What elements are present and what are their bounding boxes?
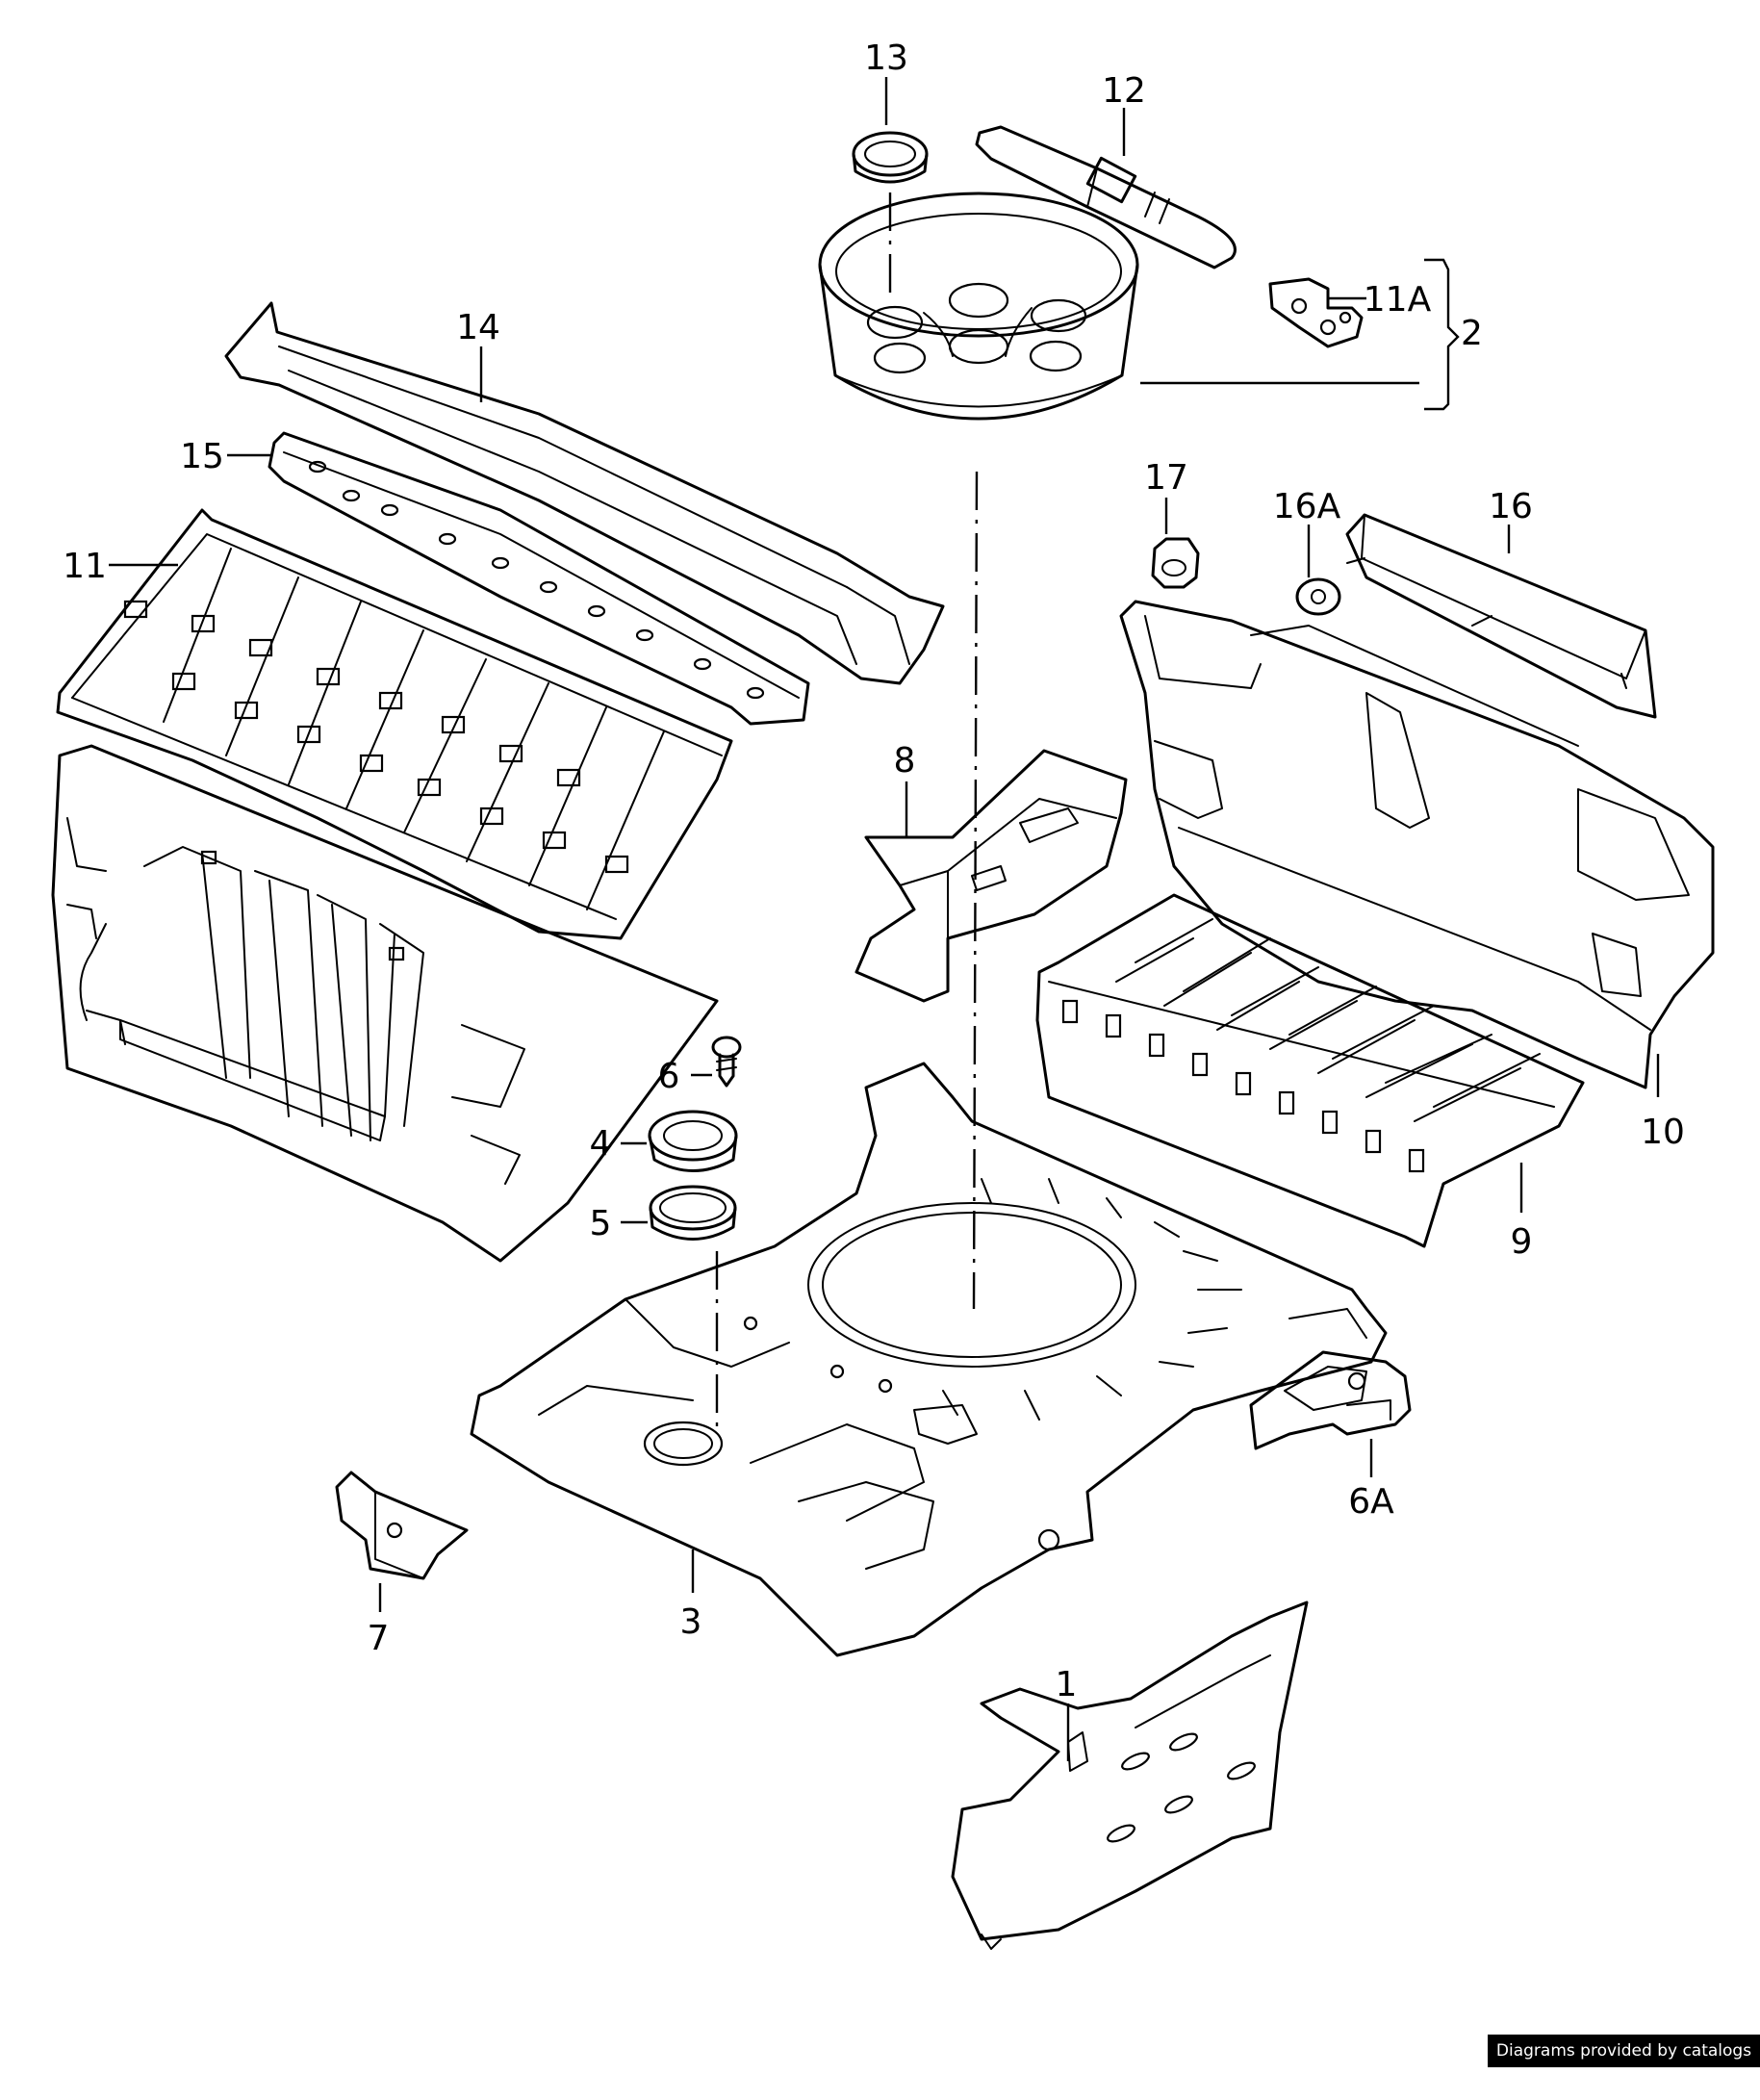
callout-14: 14 — [456, 308, 500, 347]
callout-17: 17 — [1144, 458, 1188, 498]
part-11-rear-shelf[interactable] — [56, 508, 733, 940]
callout-8: 8 — [894, 741, 916, 781]
alignment-line-center — [972, 471, 979, 1310]
callout-11a: 11A — [1364, 280, 1432, 320]
callout-16a: 16A — [1273, 487, 1341, 526]
callout-1: 1 — [1056, 1665, 1078, 1704]
part-14-cross-member[interactable] — [224, 301, 945, 685]
callout-2: 2 — [1461, 314, 1483, 353]
part-10-rear-panel[interactable] — [1119, 600, 1715, 1089]
part-6-screw[interactable] — [711, 1036, 742, 1088]
callout-12: 12 — [1102, 71, 1146, 111]
callout-7: 7 — [368, 1619, 390, 1658]
callout-4: 4 — [590, 1124, 612, 1164]
callout-10: 10 — [1641, 1113, 1685, 1152]
rear-bulkhead-panel[interactable] — [51, 744, 719, 1263]
credit-banner: Diagrams provided by catalogs parts — [1488, 2035, 1760, 2093]
part-4-rubber-bung[interactable] — [648, 1110, 738, 1172]
part-9-floor-section[interactable] — [1035, 893, 1585, 1248]
callout-6a: 6A — [1348, 1482, 1394, 1522]
part-3-luggage-floor[interactable] — [470, 1062, 1388, 1657]
callout-11: 11 — [63, 547, 107, 586]
part-12-strap[interactable] — [975, 125, 1237, 269]
callout-13: 13 — [864, 38, 908, 78]
callout-16: 16 — [1489, 487, 1533, 526]
callout-5: 5 — [590, 1204, 612, 1243]
part-16-trim-strip[interactable] — [1345, 513, 1657, 719]
part-13-grommet[interactable] — [852, 131, 929, 184]
part-1-side-panel[interactable] — [951, 1601, 1309, 1950]
leader-lines — [109, 77, 1660, 1761]
part-8-side-bracket[interactable] — [854, 749, 1128, 1003]
callout-6: 6 — [658, 1057, 680, 1096]
part-6a-bracket[interactable] — [1249, 1350, 1412, 1450]
callout-15: 15 — [180, 437, 224, 476]
part-11a-bracket[interactable] — [1268, 277, 1364, 348]
part-17-grommet[interactable] — [1151, 537, 1200, 589]
part-2-spare-wheel-well[interactable] — [818, 192, 1139, 421]
part-5-ring[interactable] — [649, 1185, 737, 1241]
part-15-reinforcement-strip[interactable] — [268, 431, 810, 726]
part-7-small-bracket[interactable] — [335, 1471, 469, 1580]
callout-9: 9 — [1511, 1222, 1533, 1262]
part-16a-plug[interactable] — [1295, 577, 1341, 616]
callout-3: 3 — [680, 1602, 702, 1642]
